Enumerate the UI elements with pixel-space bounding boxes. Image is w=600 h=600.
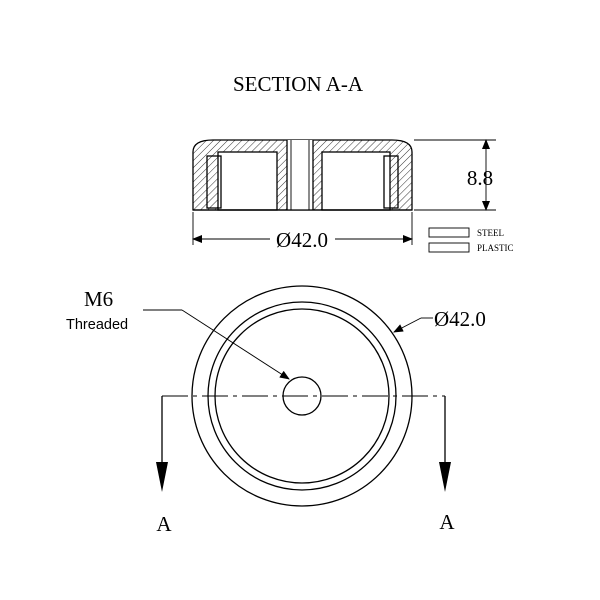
thread-callout: M6 Threaded	[66, 287, 290, 380]
section-mark-left: A	[156, 512, 172, 536]
plastic-insert-right	[383, 155, 399, 209]
legend-steel-swatch	[428, 227, 470, 238]
height-dimension: 8.8	[414, 139, 496, 211]
material-legend: STEEL PLASTIC	[428, 227, 514, 253]
legend-plastic-label: PLASTIC	[477, 243, 514, 253]
section-title: SECTION A-A	[233, 72, 364, 96]
section-diameter-label: Ø42.0	[276, 228, 328, 252]
section-diameter-dimension: Ø42.0	[192, 212, 413, 252]
thread-sublabel: Threaded	[66, 317, 128, 333]
section-arrow-left	[156, 462, 168, 492]
thread-label: M6	[84, 287, 113, 311]
legend-steel-label: STEEL	[477, 228, 504, 238]
height-dimension-label: 8.8	[467, 166, 493, 190]
section-cut-line: A A	[156, 395, 455, 536]
section-view	[192, 139, 413, 211]
plan-diameter-label: Ø42.0	[434, 307, 486, 331]
legend-plastic-swatch	[428, 242, 470, 253]
plan-diameter-callout: Ø42.0	[393, 307, 486, 333]
plastic-insert-left	[206, 155, 222, 209]
section-arrow-right	[439, 462, 451, 492]
section-mark-right: A	[439, 510, 455, 534]
